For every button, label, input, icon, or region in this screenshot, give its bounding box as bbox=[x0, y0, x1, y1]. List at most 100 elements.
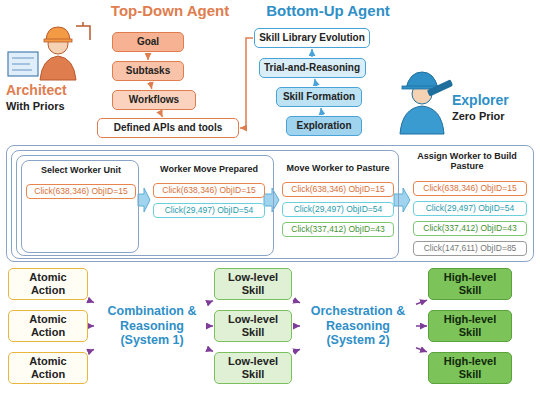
node-label: Skill Formation bbox=[283, 91, 355, 103]
stage-frame: Worker Move Prepared Select Worker UnitCl… bbox=[16, 155, 274, 256]
node-label: Click(638,346) ObjID=15 bbox=[423, 184, 516, 194]
low-skill-box: Low-level Skill bbox=[214, 352, 292, 384]
connector-arrow bbox=[416, 300, 427, 304]
architect-body bbox=[40, 56, 76, 80]
crane-sketch bbox=[76, 22, 90, 40]
reasoning-label: Combination & Reasoning (System 1) bbox=[95, 302, 209, 350]
explorer-hat bbox=[406, 72, 438, 88]
action-chip: Click(638,346) ObjID=15 bbox=[282, 182, 394, 197]
node-label: Atomic Action bbox=[19, 313, 77, 338]
node-label: Workflows bbox=[129, 94, 179, 106]
explorer-figure bbox=[400, 72, 453, 134]
connector-arrow bbox=[210, 350, 213, 351]
action-chip: Click(638,346) ObjID=15 bbox=[153, 183, 265, 198]
workflow-box: Workflows bbox=[112, 90, 196, 110]
flow-arrow bbox=[394, 188, 410, 212]
skill-box: Exploration bbox=[286, 116, 362, 136]
flow-arrow bbox=[138, 188, 150, 212]
agent-title: Top-Down Agent bbox=[95, 2, 245, 19]
node-label: Click(337,412) ObjID=43 bbox=[291, 225, 384, 235]
node-label: Combination & Reasoning (System 1) bbox=[100, 304, 204, 347]
node-label: Subtasks bbox=[126, 65, 170, 77]
low-skill-box: Low-level Skill bbox=[214, 310, 292, 342]
blueprint-line bbox=[12, 64, 30, 65]
skill-box: Skill Library Evolution bbox=[254, 28, 370, 48]
node-label: Click(638,346) ObjID=15 bbox=[162, 186, 255, 196]
blueprint-line bbox=[12, 58, 34, 59]
skill-box: Trial-and-Reasoning bbox=[259, 58, 366, 78]
action-chip: Click(147,611) ObjID=85 bbox=[413, 241, 527, 256]
agent-title: Bottom-Up Agent bbox=[248, 2, 408, 19]
agent-note: Zero Prior bbox=[452, 110, 536, 123]
connector-arrow bbox=[89, 349, 94, 351]
connector-arrow bbox=[311, 49, 313, 57]
node-label: High-level Skill bbox=[439, 271, 501, 296]
node-label: Click(29,497) ObjID=54 bbox=[294, 205, 383, 215]
blueprint bbox=[8, 52, 38, 76]
action-chip: Click(29,497) ObjID=54 bbox=[153, 203, 265, 218]
agent-name: Explorer bbox=[452, 92, 536, 108]
api-box: Defined APIs and tools bbox=[97, 118, 239, 138]
connector-arrow bbox=[89, 301, 94, 303]
atomic-box: Atomic Action bbox=[8, 352, 88, 384]
atomic-box: Atomic Action bbox=[8, 310, 88, 342]
atomic-box: Atomic Action bbox=[8, 268, 88, 300]
node-label: Trial-and-Reasoning bbox=[264, 62, 360, 74]
connector-arrow bbox=[416, 325, 427, 327]
stage-heading: Select Worker Unit bbox=[22, 165, 140, 175]
node-label: Click(29,497) ObjID=54 bbox=[165, 206, 254, 216]
connector-arrow bbox=[293, 325, 300, 327]
node-label: High-level Skill bbox=[439, 313, 501, 338]
node-label: Low-level Skill bbox=[222, 355, 284, 380]
node-label: Atomic Action bbox=[19, 355, 77, 380]
action-chip: Click(638,346) ObjID=15 bbox=[26, 184, 136, 199]
node-label: Exploration bbox=[296, 120, 351, 132]
high-skill-box: High-level Skill bbox=[428, 310, 512, 342]
action-chip: Click(29,497) ObjID=54 bbox=[282, 202, 394, 217]
hard-hat bbox=[46, 27, 70, 40]
high-skill-box: High-level Skill bbox=[428, 352, 512, 384]
connector-arrow bbox=[210, 325, 213, 327]
node-label: Click(147,611) ObjID=85 bbox=[424, 244, 517, 254]
agent-note: With Priors bbox=[6, 100, 96, 113]
connector-arrow bbox=[210, 301, 213, 302]
hat-brim bbox=[44, 39, 72, 42]
action-chip: Click(337,412) ObjID=43 bbox=[413, 221, 527, 236]
node-label: Low-level Skill bbox=[222, 271, 284, 296]
node-label: Click(638,346) ObjID=15 bbox=[34, 187, 127, 197]
action-chip: Click(337,412) ObjID=43 bbox=[282, 222, 394, 237]
connector-arrow bbox=[240, 38, 253, 128]
high-skill-box: High-level Skill bbox=[428, 268, 512, 300]
reasoning-label: Orchestration & Reasoning (System 2) bbox=[301, 302, 415, 350]
node-label: Click(638,346) ObjID=15 bbox=[291, 185, 384, 195]
connector-arrow bbox=[150, 82, 151, 89]
agent-name: Architect bbox=[6, 82, 96, 98]
node-label: Atomic Action bbox=[19, 271, 77, 296]
connector-arrow bbox=[321, 108, 322, 115]
connector-arrow bbox=[293, 349, 300, 352]
node-label: Orchestration & Reasoning (System 2) bbox=[306, 304, 410, 347]
node-label: Click(29,497) ObjID=54 bbox=[426, 204, 515, 214]
explorer-body bbox=[400, 106, 444, 134]
connector-arrow bbox=[293, 300, 300, 303]
telescope bbox=[427, 79, 454, 96]
connector-arrow bbox=[315, 79, 317, 86]
connector-arrow bbox=[416, 348, 427, 352]
skill-box: Skill Formation bbox=[276, 87, 362, 107]
node-label: Low-level Skill bbox=[222, 313, 284, 338]
node-label: High-level Skill bbox=[439, 355, 501, 380]
flow-arrow bbox=[264, 188, 279, 212]
action-chip: Click(29,497) ObjID=54 bbox=[413, 201, 527, 216]
node-label: Goal bbox=[137, 36, 159, 48]
stage-heading: Worker Move Prepared bbox=[147, 164, 271, 174]
action-chip: Click(638,346) ObjID=15 bbox=[413, 181, 527, 196]
goal-box: Goal bbox=[112, 32, 184, 52]
blueprint-line bbox=[12, 70, 32, 71]
stage-heading: Assign Worker to Build Pasture bbox=[401, 151, 533, 172]
node-label: Skill Library Evolution bbox=[259, 32, 365, 44]
subtask-box: Subtasks bbox=[112, 61, 184, 81]
stage-heading: Move Worker to Pasture bbox=[278, 163, 398, 173]
stage-frame: Assign Worker to Build PastureMove Worke… bbox=[6, 145, 534, 262]
stage-frame: Move Worker to Pasture Worker Move Prepar… bbox=[11, 150, 399, 259]
stage-frame: Select Worker UnitClick(638,346) ObjID=1… bbox=[21, 160, 139, 253]
